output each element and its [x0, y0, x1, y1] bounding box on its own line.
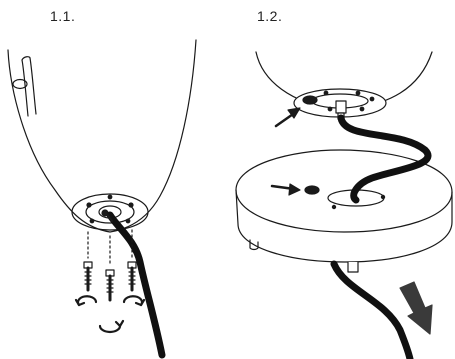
lamp-handle [12, 56, 37, 117]
power-cable [330, 260, 414, 359]
screw-icon [83, 261, 93, 292]
step-1-1-illustration [7, 39, 197, 359]
lamp-body [7, 39, 197, 233]
lamp-base [235, 149, 453, 273]
direction-arrow-icon [270, 183, 301, 196]
step-1-2-illustration [235, 51, 453, 359]
direction-arrow-icon [274, 107, 301, 128]
screw-icon [127, 261, 137, 292]
power-cable [106, 211, 166, 359]
rotate-arrow-icon [122, 295, 146, 307]
step-label-1-2: 1.2. [257, 8, 283, 24]
step-label-1-1: 1.1. [50, 8, 76, 24]
rotate-arrow-icon [74, 295, 98, 307]
screw-icon [105, 269, 115, 302]
mounting-plate [71, 193, 149, 231]
mounting-plate [293, 88, 387, 120]
rotate-arrow-icon [98, 319, 125, 334]
direction-arrow-icon [399, 281, 433, 335]
power-cable [337, 114, 432, 204]
